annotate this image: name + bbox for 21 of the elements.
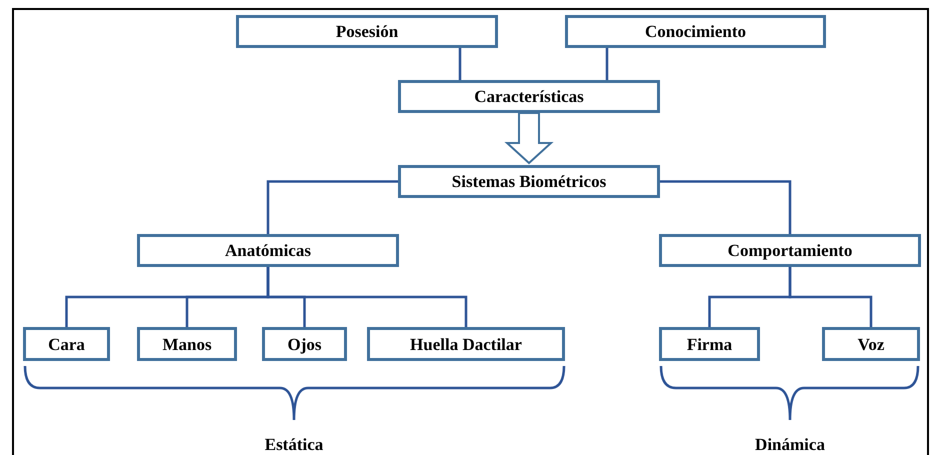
category-box: Manos: [137, 327, 237, 361]
category-box: Sistemas Biométricos: [398, 165, 660, 198]
category-box: Huella Dactilar: [367, 327, 565, 361]
block-arrow: [504, 112, 554, 164]
group-label: Estática: [264, 434, 324, 455]
category-box: Ojos: [262, 327, 347, 361]
category-box: Características: [398, 80, 660, 113]
connector-line: [266, 180, 398, 234]
connector-line: [266, 267, 468, 327]
category-box: Voz: [822, 327, 920, 361]
category-box: Posesión: [236, 15, 498, 48]
group-label: Dinámica: [755, 434, 825, 455]
category-box: Cara: [23, 327, 110, 361]
connector-line: [606, 48, 608, 80]
connector-line: [458, 48, 462, 80]
category-box: Anatómicas: [137, 234, 399, 267]
category-box: Firma: [659, 327, 760, 361]
category-box: Conocimiento: [565, 15, 826, 48]
category-box: Comportamiento: [659, 234, 921, 267]
connector-line: [788, 267, 872, 327]
connector-line: [660, 180, 792, 234]
